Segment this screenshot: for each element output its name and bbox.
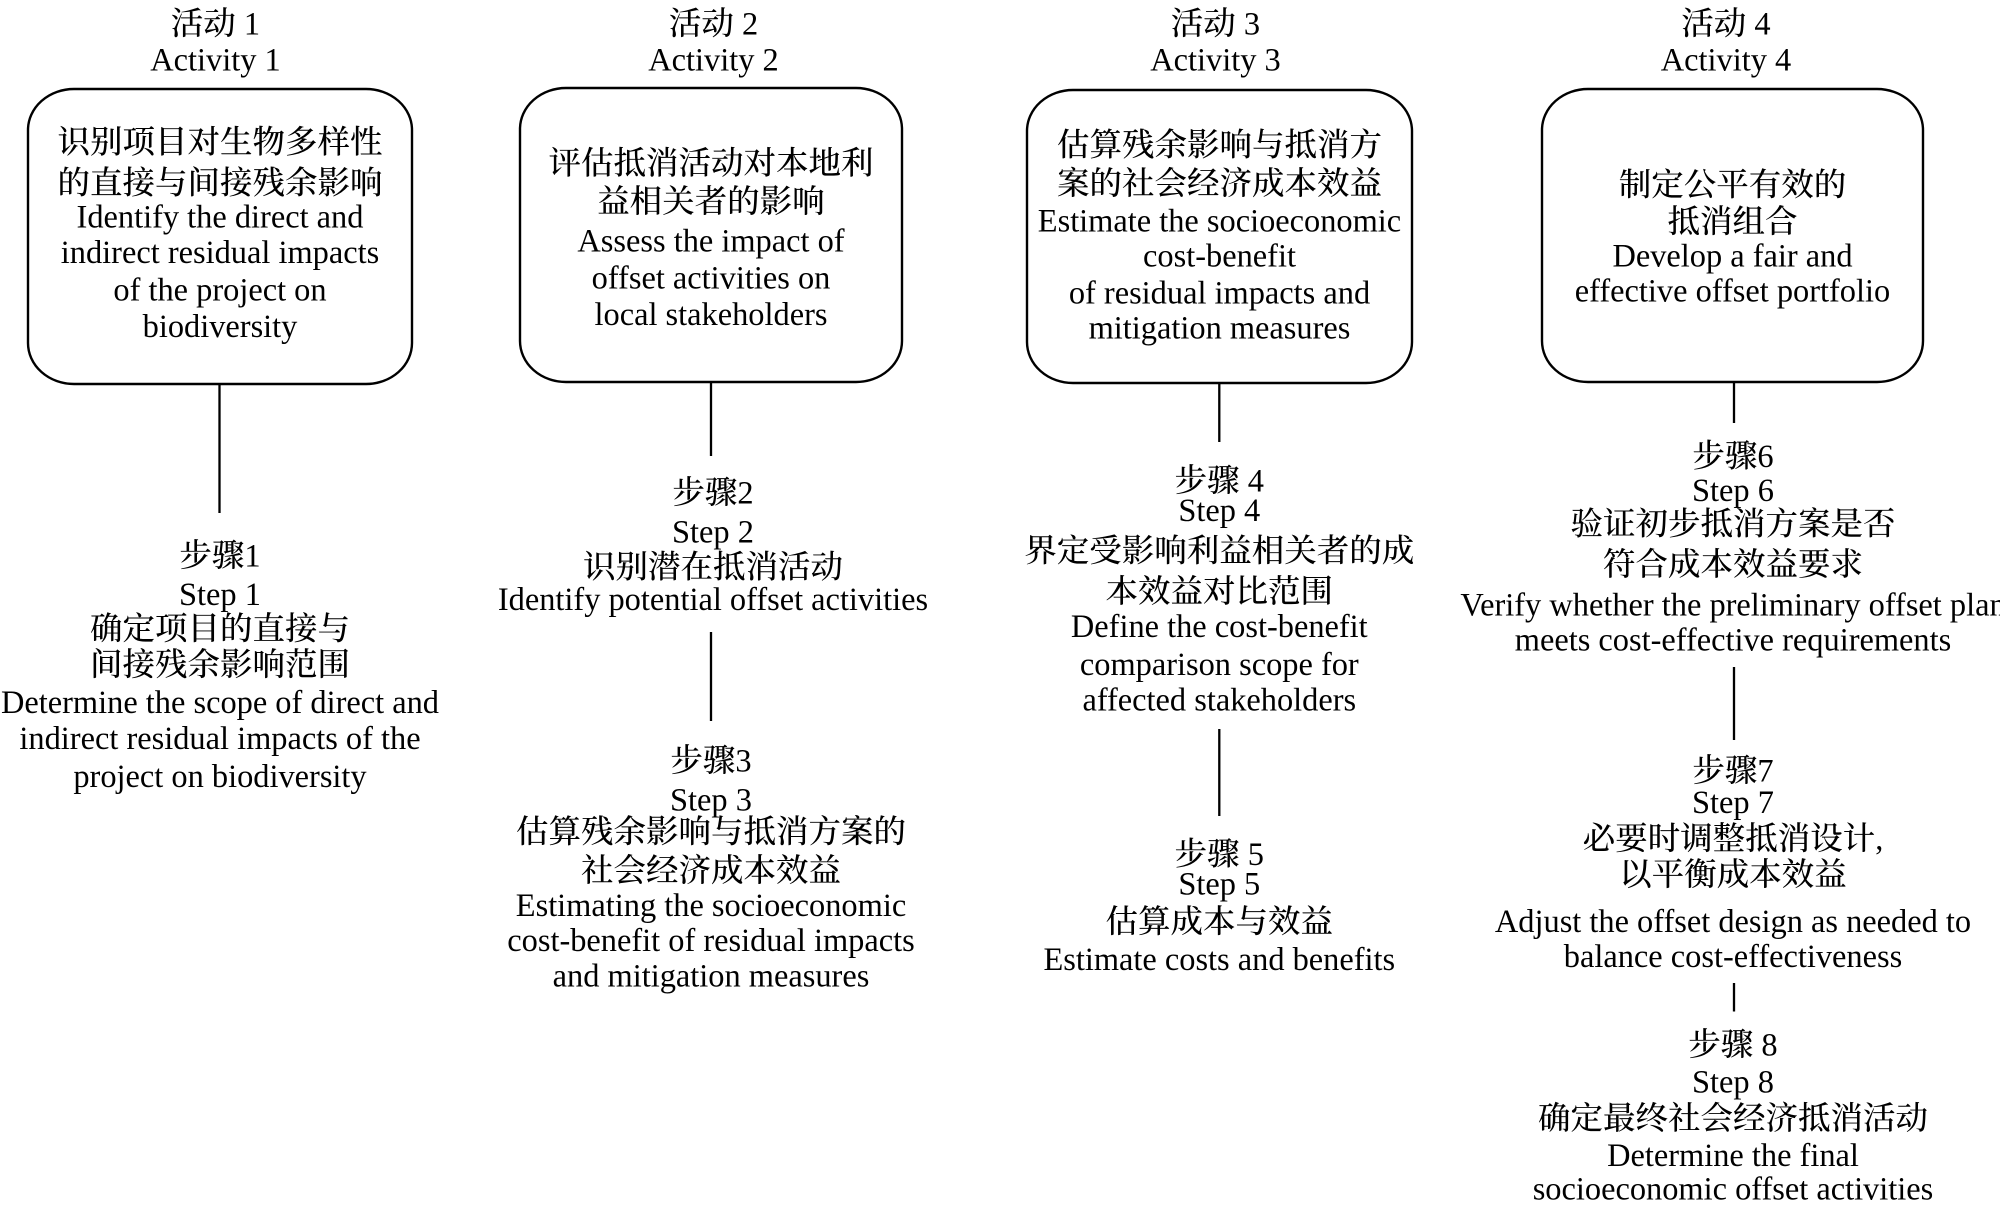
svg-text:Step 6: Step 6 — [1692, 473, 1774, 509]
svg-text:indirect residual impacts of t: indirect residual impacts of the — [19, 721, 420, 757]
svg-text:of residual impacts and: of residual impacts and — [1069, 275, 1370, 311]
svg-text:balance cost-effectiveness: balance cost-effectiveness — [1564, 939, 1902, 975]
svg-text:Estimate the socioeconomic: Estimate the socioeconomic — [1038, 204, 1401, 240]
svg-text:2: 2 — [734, 7, 758, 43]
svg-text:Adjust the offset design as ne: Adjust the offset design as needed to — [1495, 904, 1971, 940]
svg-text:Determine the scope of direct: Determine the scope of direct and — [1, 685, 439, 721]
svg-text:,: , — [1875, 822, 1883, 858]
svg-text:cost-benefit of residual impac: cost-benefit of residual impacts — [507, 923, 914, 959]
svg-text:4: 4 — [1746, 7, 1770, 43]
svg-text:comparison scope for: comparison scope for — [1080, 647, 1359, 683]
svg-text:indirect residual impacts: indirect residual impacts — [61, 235, 379, 271]
svg-text:Determine the final: Determine the final — [1607, 1138, 1859, 1174]
svg-text:1: 1 — [236, 7, 260, 43]
svg-text:Identify the direct and: Identify the direct and — [77, 200, 364, 236]
svg-text:Step 8: Step 8 — [1692, 1065, 1774, 1101]
svg-text:Develop a fair and: Develop a fair and — [1612, 239, 1852, 275]
svg-text:8: 8 — [1753, 1027, 1777, 1063]
svg-text:socioeconomic offset activitie: socioeconomic offset activities — [1533, 1172, 1934, 1202]
svg-text:meets cost-effective requireme: meets cost-effective requirements — [1515, 623, 1951, 659]
svg-text:and mitigation measures: and mitigation measures — [553, 958, 870, 994]
svg-text:project on biodiversity: project on biodiversity — [73, 759, 367, 795]
svg-text:Step 2: Step 2 — [672, 514, 754, 550]
svg-text:5: 5 — [1240, 837, 1264, 873]
svg-text:Assess the impact of: Assess the impact of — [577, 224, 844, 260]
svg-text:Step 7: Step 7 — [1692, 785, 1774, 821]
svg-text:6: 6 — [1757, 439, 1773, 475]
svg-text:of the project on: of the project on — [113, 272, 326, 308]
svg-text:Estimate costs and benefits: Estimate costs and benefits — [1043, 942, 1395, 978]
svg-text:Identify potential offset acti: Identify potential offset activities — [498, 582, 928, 618]
svg-text:Activity 1: Activity 1 — [150, 42, 280, 78]
svg-text:Step 3: Step 3 — [670, 782, 752, 818]
svg-text:effective offset portfolio: effective offset portfolio — [1575, 274, 1890, 310]
svg-text:affected stakeholders: affected stakeholders — [1082, 682, 1356, 718]
svg-text:Verify whether the preliminary: Verify whether the preliminary offset pl… — [1460, 587, 2000, 623]
svg-text:local stakeholders: local stakeholders — [595, 297, 828, 333]
svg-text:mitigation measures: mitigation measures — [1089, 310, 1351, 346]
svg-text:Activity 2: Activity 2 — [648, 42, 778, 78]
svg-text:2: 2 — [737, 475, 753, 511]
svg-text:biodiversity: biodiversity — [143, 309, 299, 345]
svg-text:1: 1 — [244, 538, 260, 574]
svg-text:3: 3 — [735, 743, 751, 779]
svg-text:Step 4: Step 4 — [1178, 493, 1260, 529]
svg-text:4: 4 — [1240, 463, 1264, 499]
svg-text:7: 7 — [1757, 753, 1773, 789]
svg-text:Step 5: Step 5 — [1178, 866, 1260, 902]
svg-text:Estimating the socioeconomic: Estimating the socioeconomic — [516, 888, 906, 924]
svg-text:offset activities on: offset activities on — [592, 260, 831, 296]
svg-text:3: 3 — [1236, 7, 1260, 43]
svg-text:Activity 3: Activity 3 — [1150, 42, 1280, 78]
svg-text:Step 1: Step 1 — [179, 577, 261, 613]
svg-text:Define the cost-benefit: Define the cost-benefit — [1071, 609, 1368, 645]
svg-text:Activity 4: Activity 4 — [1661, 42, 1791, 78]
svg-text:cost-benefit: cost-benefit — [1143, 239, 1296, 275]
